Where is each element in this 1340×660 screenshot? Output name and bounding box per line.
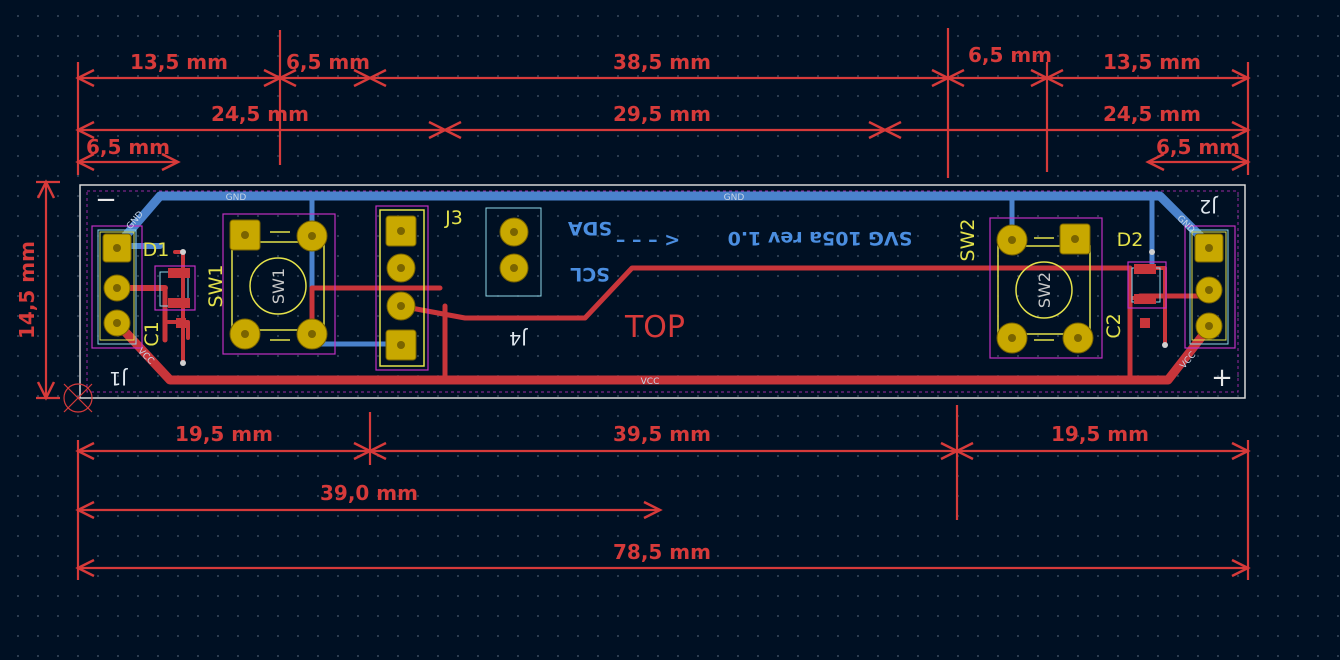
plus-label: + — [1211, 363, 1233, 393]
dim-6-5-right-small[interactable]: 6,5 mm — [1156, 135, 1240, 159]
top-label: TOP — [624, 310, 685, 345]
board-outline[interactable] — [79, 184, 1246, 399]
origin-marker — [63, 383, 93, 413]
d2-label: D2 — [1117, 229, 1144, 251]
j1-label: J1 — [109, 367, 128, 389]
pad-drills — [113, 227, 1213, 349]
dim-19-5-left[interactable]: 19,5 mm — [175, 422, 273, 446]
j4-label: J4 — [509, 327, 528, 349]
dim-13-5-right[interactable]: 13,5 mm — [1103, 50, 1201, 74]
c2-label: C2 — [1103, 313, 1125, 338]
sw1-label: SW1 — [205, 265, 227, 308]
sw2-fab-label: SW2 — [1035, 272, 1054, 308]
dim-6-5-left[interactable]: 6,5 mm — [286, 50, 370, 74]
vias — [180, 249, 1168, 366]
dim-29-5[interactable]: 29,5 mm — [613, 102, 711, 126]
courtyards — [91, 205, 1236, 371]
vcc-net-label-mid: VCC — [641, 377, 660, 387]
dim-height[interactable]: 14,5 mm — [15, 241, 39, 339]
dim-6-5-left-small[interactable]: 6,5 mm — [86, 135, 170, 159]
dim-13-5-left[interactable]: 13,5 mm — [130, 50, 228, 74]
board-title: SVG 105a rev 1.0 — [728, 227, 913, 249]
dim-24-5-left[interactable]: 24,5 mm — [211, 102, 309, 126]
dim-39-5[interactable]: 39,5 mm — [613, 422, 711, 446]
dimension-lines — [36, 76, 1248, 570]
back-silkscreen: SDA SCL – – – > SVG 105a rev 1.0 J1 J2 J… — [109, 195, 1218, 389]
sda-label: SDA — [568, 217, 612, 239]
gnd-net-label-left: GND — [226, 193, 247, 203]
dim-6-5-right[interactable]: 6,5 mm — [968, 43, 1052, 67]
dim-19-5-right[interactable]: 19,5 mm — [1051, 422, 1149, 446]
vcc-net-label-j2: VCC — [1179, 350, 1199, 371]
smd-pads[interactable] — [168, 264, 1156, 328]
j3-label: J3 — [444, 207, 463, 229]
dimension-arrows — [36, 68, 1250, 578]
dim-39-0[interactable]: 39,0 mm — [320, 481, 418, 505]
front-silk-refs: D1 D2 C1 C2 SW1 SW2 J3 SW1 SW2 — [141, 207, 1143, 347]
dim-38-5[interactable]: 38,5 mm — [613, 50, 711, 74]
scl-label: SCL — [570, 263, 610, 285]
arrow-label: – – – > — [616, 229, 680, 251]
j2-label: J2 — [1199, 195, 1218, 217]
c1-label: C1 — [141, 321, 163, 346]
silk-outlines — [99, 209, 1227, 367]
dim-78-5[interactable]: 78,5 mm — [613, 540, 711, 564]
dim-24-5-right[interactable]: 24,5 mm — [1103, 102, 1201, 126]
minus-label: − — [95, 185, 117, 215]
gnd-net-label-mid: GND — [724, 193, 745, 203]
dimension-texts: 13,5 mm 6,5 mm 38,5 mm 6,5 mm 13,5 mm 24… — [15, 43, 1240, 564]
front-text: TOP − + — [95, 185, 1233, 393]
sw2-label: SW2 — [957, 219, 979, 262]
sw1-fab-label: SW1 — [269, 268, 288, 304]
d1-label: D1 — [143, 239, 170, 261]
fab-outlines — [97, 207, 1229, 345]
